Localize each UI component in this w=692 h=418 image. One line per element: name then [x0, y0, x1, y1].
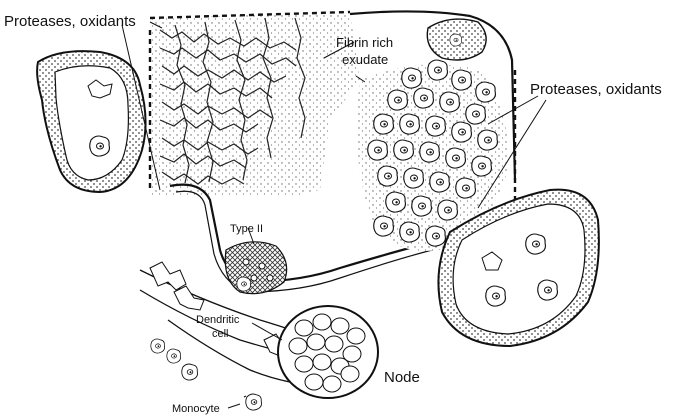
label-dendritic-line2: cell	[212, 328, 229, 340]
label-fibrin-line1: Fibrin rich	[336, 35, 393, 50]
label-dendritic-line1: Dendritic	[196, 314, 240, 326]
fibrin-mesh	[150, 12, 360, 195]
monocyte-cell-icon	[246, 394, 262, 410]
monocyte-pointer	[228, 404, 240, 408]
type-ii-cell	[225, 242, 286, 294]
left-capillary	[37, 51, 145, 192]
lymph-node	[278, 306, 378, 398]
label-type-ii: Type II	[230, 223, 263, 235]
label-monocyte: Monocyte	[172, 403, 220, 415]
label-proteases-left: Proteases, oxidants	[4, 13, 136, 30]
label-node: Node	[384, 369, 420, 386]
label-proteases-right: Proteases, oxidants	[530, 81, 662, 98]
label-fibrin-line2: exudate	[342, 52, 388, 67]
